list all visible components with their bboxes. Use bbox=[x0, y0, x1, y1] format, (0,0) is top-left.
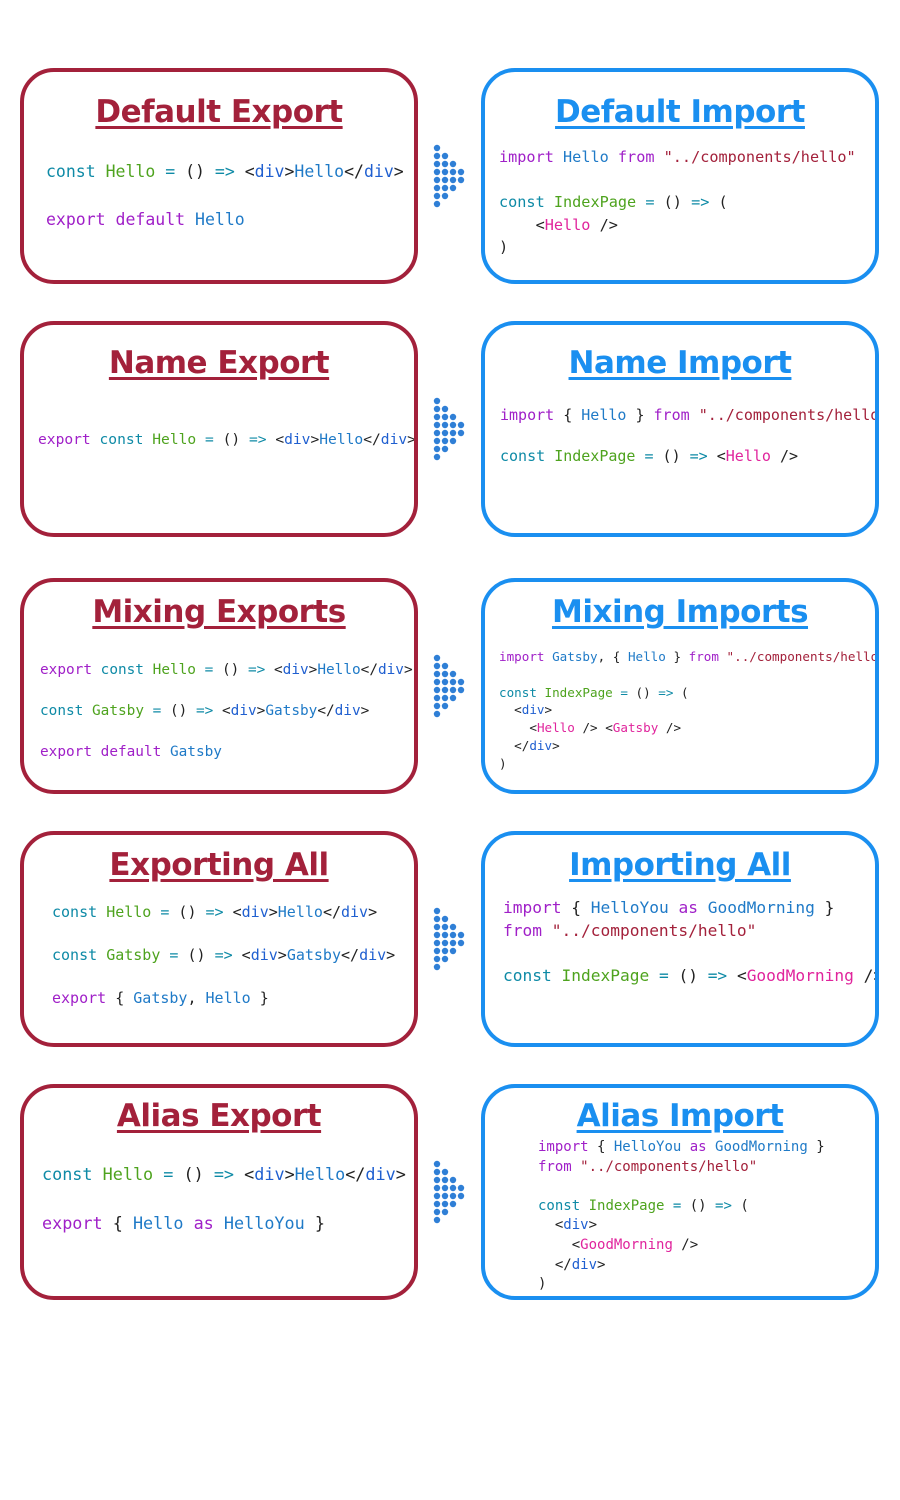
export-card: Alias Export const Hello = () => <div>Hel… bbox=[20, 1084, 418, 1300]
code-line bbox=[499, 666, 875, 684]
code-line: <div> bbox=[514, 702, 553, 718]
import-title: Default Import bbox=[555, 94, 805, 130]
code-line bbox=[499, 169, 856, 192]
code-line bbox=[40, 722, 413, 743]
code-line: const IndexPage = () => ( bbox=[499, 684, 689, 700]
import-code: import Hello from "../components/hello" … bbox=[499, 146, 856, 259]
code-line bbox=[52, 967, 395, 989]
import-code: import { Hello } from "../components/hel… bbox=[500, 405, 879, 467]
export-code: export const Hello = () => <div>Hello</d… bbox=[40, 660, 413, 763]
export-code: const Hello = () => <div>Hello</div> exp… bbox=[46, 160, 404, 232]
export-title: Default Export bbox=[95, 94, 343, 130]
code-line: const Gatsby = () => <div>Gatsby</div> bbox=[52, 946, 396, 964]
import-card: Name Import import { Hello } from "../com… bbox=[481, 321, 879, 537]
import-code: import Gatsby, { Hello } from "../compon… bbox=[499, 648, 879, 773]
dotted-arrow-icon bbox=[433, 1160, 465, 1224]
code-line: import { Hello } from "../components/hel… bbox=[500, 406, 879, 424]
code-line: const IndexPage = () => <GoodMorning /> bbox=[503, 965, 875, 985]
code-line: </div> bbox=[514, 737, 560, 753]
dotted-arrow-icon bbox=[433, 907, 465, 971]
code-line: export default Gatsby bbox=[40, 744, 222, 760]
code-line: from "../components/hello" bbox=[503, 920, 757, 940]
code-line: <div> bbox=[554, 1217, 598, 1234]
export-card: Exporting All const Hello = () => <div>He… bbox=[20, 831, 418, 1047]
code-line: from "../components/hello" bbox=[538, 1158, 758, 1175]
export-title: Name Export bbox=[108, 345, 330, 381]
code-line: const Hello = () => <div>Hello</div> bbox=[46, 162, 404, 181]
export-title: Mixing Exports bbox=[92, 594, 346, 630]
import-code: import { HelloYou as GoodMorning } from "… bbox=[503, 897, 875, 987]
code-line bbox=[46, 184, 404, 208]
code-line: export default Hello bbox=[46, 210, 245, 229]
code-line: <Hello /> bbox=[535, 215, 618, 234]
code-line: const Hello = () => <div>Hello</div> bbox=[42, 1164, 406, 1184]
code-line: const IndexPage = () => <Hello /> bbox=[500, 447, 799, 465]
code-line: import Hello from "../components/hello" bbox=[499, 148, 856, 166]
dotted-arrow-icon bbox=[433, 144, 465, 208]
code-line: <GoodMorning /> bbox=[571, 1236, 699, 1253]
import-title: Mixing Imports bbox=[551, 594, 809, 630]
code-line bbox=[500, 426, 875, 447]
export-code: const Hello = () => <div>Hello</div> exp… bbox=[42, 1162, 406, 1236]
code-line: export const Hello = () => <div>Hello</d… bbox=[38, 431, 416, 448]
code-line: </div> bbox=[554, 1256, 606, 1273]
export-card: Default Export const Hello = () => <div>H… bbox=[20, 68, 418, 284]
code-line: export const Hello = () => <div>Hello</d… bbox=[40, 662, 413, 678]
code-line: export { Gatsby, Hello } bbox=[52, 989, 269, 1007]
code-line bbox=[42, 1187, 406, 1212]
code-line: const IndexPage = () => ( bbox=[499, 193, 728, 211]
dotted-arrow-icon bbox=[433, 654, 465, 718]
export-code: const Hello = () => <div>Hello</div> con… bbox=[52, 902, 395, 1010]
code-line: import Gatsby, { Hello } from "../compon… bbox=[499, 649, 879, 664]
code-line: const IndexPage = () => ( bbox=[538, 1197, 749, 1214]
code-line: ) bbox=[499, 755, 507, 771]
import-title: Alias Import bbox=[576, 1098, 784, 1134]
import-card: Default Import import Hello from "../comp… bbox=[481, 68, 879, 284]
code-line bbox=[40, 681, 413, 702]
code-line: export { Hello as HelloYou } bbox=[42, 1213, 325, 1233]
export-title: Alias Export bbox=[116, 1098, 322, 1134]
code-line: import { HelloYou as GoodMorning } bbox=[503, 898, 835, 917]
code-line: import { HelloYou as GoodMorning } bbox=[538, 1139, 825, 1155]
code-line bbox=[52, 924, 395, 946]
export-card: Name Export export const Hello = () => <d… bbox=[20, 321, 418, 537]
code-line bbox=[538, 1177, 825, 1197]
import-card: Mixing Imports import Gatsby, { Hello } f… bbox=[481, 578, 879, 794]
export-title: Exporting All bbox=[109, 847, 329, 883]
code-line: ) bbox=[499, 238, 509, 256]
import-card: Importing All import { HelloYou as GoodMo… bbox=[481, 831, 879, 1047]
code-line: <Hello /> <Gatsby /> bbox=[529, 720, 682, 736]
dotted-arrow-icon bbox=[433, 397, 465, 461]
export-card: Mixing Exports export const Hello = () =>… bbox=[20, 578, 418, 794]
import-card: Alias Import import { HelloYou as GoodMor… bbox=[481, 1084, 879, 1300]
code-line: const Hello = () => <div>Hello</div> bbox=[52, 903, 378, 921]
code-line bbox=[503, 942, 875, 965]
import-title: Importing All bbox=[569, 847, 791, 883]
import-title: Name Import bbox=[568, 345, 792, 381]
code-line: ) bbox=[538, 1276, 547, 1293]
export-code: export const Hello = () => <div>Hello</d… bbox=[38, 429, 416, 451]
import-code: import { HelloYou as GoodMorning } from "… bbox=[538, 1138, 825, 1295]
code-line: const Gatsby = () => <div>Gatsby</div> bbox=[40, 703, 370, 719]
